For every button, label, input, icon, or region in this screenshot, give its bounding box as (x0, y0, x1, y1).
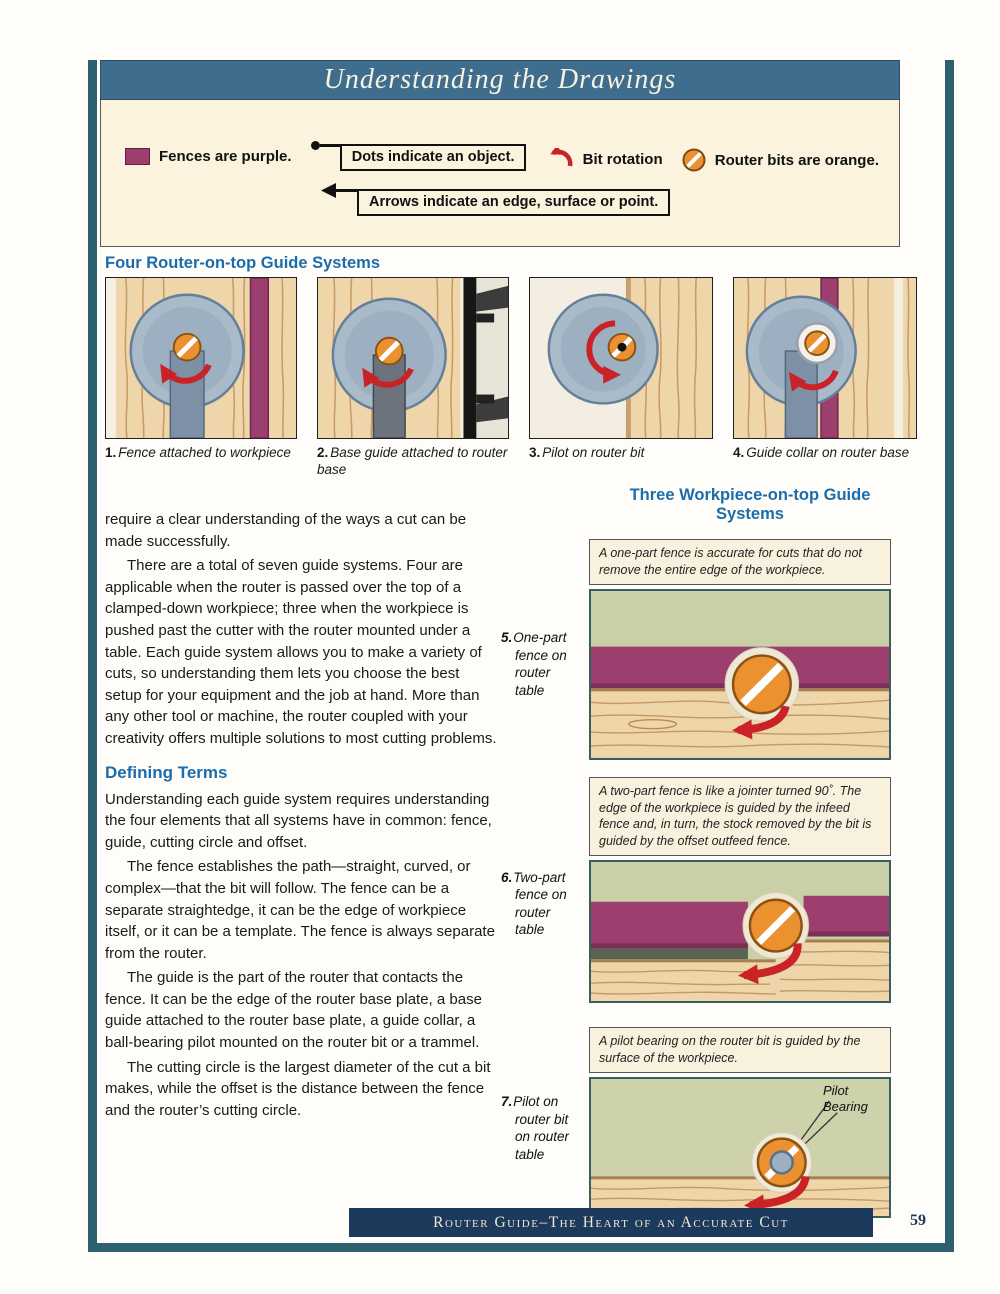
legend-router-bits-label: Router bits are orange. (714, 151, 879, 169)
purple-fence-stripe (249, 278, 270, 438)
legend-bit-rotation-label: Bit rotation (582, 150, 663, 168)
legend-router-bits: Router bits are orange. (682, 144, 879, 172)
figure-6-panel: A two-part fence is like a jointer turne… (589, 776, 891, 1004)
figure-4-illustration (734, 278, 916, 438)
figure-2-panel (317, 277, 509, 439)
figure-4-panel (733, 277, 917, 439)
rotation-arrow (788, 369, 839, 392)
footer-title: Router Guide–The Heart of an Accurate Cu… (433, 1213, 789, 1231)
legend-arrows: Arrows indicate an edge, surface or poin… (321, 183, 671, 216)
edge-arrow-icon (321, 183, 357, 198)
body-paragraph: The fence establishes the path—straight,… (105, 858, 495, 962)
figure-6-caption: A two-part fence is like a jointer turne… (589, 776, 891, 857)
figure-7-panel: A pilot bearing on the router bit is gui… (589, 1027, 891, 1219)
figure-1-illustration (106, 278, 296, 438)
figure-3-panel (529, 277, 713, 439)
infeed-fence (803, 895, 889, 936)
page-border-left (88, 60, 97, 1252)
base-guide (372, 354, 406, 438)
rotation-arrow (160, 363, 212, 384)
workpiece (591, 959, 776, 1002)
figure-7-caption: A pilot bearing on the router bit is gui… (589, 1027, 891, 1073)
pilot-dot (617, 342, 627, 352)
figure-3-illustration (530, 278, 712, 438)
legend-box: Fences are purple. Dots indicate an obje… (100, 100, 900, 247)
page-border-right (945, 60, 954, 1252)
body-paragraph: Understanding each guide system requires… (105, 790, 492, 851)
footer-title-bar: Router Guide–The Heart of an Accurate Cu… (349, 1208, 873, 1237)
fence-bar (463, 278, 477, 438)
page-number: 59 (910, 1212, 926, 1229)
page-border-bottom (88, 1243, 954, 1252)
banner-title: Understanding the Drawings (323, 64, 677, 95)
rotation-arrow (732, 704, 790, 740)
bit-rotation-icon (549, 148, 573, 167)
page-banner: Understanding the Drawings (100, 60, 900, 100)
pilot-bearing-annotation: Pilot Bearing (823, 1082, 868, 1115)
figure-6-illustration-frame (589, 860, 891, 1004)
body-text-column: require a clear understanding of the way… (105, 509, 498, 1124)
figure-6-label: 6.Two-part fence on router table (501, 869, 567, 938)
figure-3-caption: 3.Pilot on router bit (529, 445, 645, 460)
dot-icon (310, 141, 320, 150)
figure-1-panel (105, 277, 297, 439)
defining-terms-heading: Defining Terms (105, 762, 228, 782)
figure-5: 5.One-part fence on router table A one-p… (501, 539, 901, 760)
figure-7-illustration-frame: Pilot Bearing (589, 1076, 891, 1219)
figure-3: 3.Pilot on router bit (529, 277, 713, 479)
legend-fences: Fences are purple. (125, 144, 292, 165)
figure-5-caption: A one-part fence is accurate for cuts th… (589, 539, 891, 585)
figure-6: 6.Two-part fence on router table A two-p… (501, 776, 901, 1004)
legend-fences-label: Fences are purple. (159, 148, 292, 165)
figure-2-caption: 2.Base guide attached to router base (317, 445, 508, 477)
body-paragraph: There are a total of seven guide systems… (105, 557, 497, 747)
body-paragraph: require a clear understanding of the way… (105, 511, 467, 550)
legend-row-2: Arrows indicate an edge, surface or poin… (125, 183, 879, 216)
rotation-arrow (362, 367, 414, 388)
fence-color-swatch (125, 148, 150, 165)
figure-5-label: 5.One-part fence on router table (501, 630, 567, 698)
legend-arrows-label: Arrows indicate an edge, surface or poin… (357, 189, 671, 216)
figure-6-illustration (591, 862, 889, 1002)
figure-7: 7.Pilot on router bit on router table A … (501, 1027, 901, 1219)
figure-4-caption: 4.Guide collar on router base (733, 445, 910, 460)
figure-1: 1.Fence attached to workpiece (105, 277, 297, 479)
legend-bit-rotation: Bit rotation (546, 144, 663, 170)
four-systems-heading: Four Router-on-top Guide Systems (105, 254, 381, 272)
figure-1-caption: 1.Fence attached to workpiece (105, 445, 291, 460)
rotation-arrow (586, 320, 621, 384)
figure-5-panel: A one-part fence is accurate for cuts th… (589, 539, 891, 760)
dot-connector-line (319, 144, 340, 147)
figure-7-label: 7.Pilot on router bit on router table (501, 1094, 570, 1162)
top-figures-row: 1.Fence attached to workpiece (105, 277, 917, 479)
side-figures-column: Three Workpiece-on-top Guide Systems 5.O… (501, 486, 901, 1219)
figure-5-illustration-frame (589, 588, 891, 760)
rotation-arrow (738, 943, 802, 985)
legend-row-1: Fences are purple. Dots indicate an obje… (125, 141, 879, 172)
router-bit-icon (682, 148, 706, 172)
rotation-arrow (743, 1175, 810, 1215)
body-paragraph: The guide is the part of the router that… (105, 969, 482, 1052)
figure-5-illustration (591, 590, 889, 758)
figure-2: 2.Base guide attached to router base (317, 277, 509, 479)
legend-dots: Dots indicate an object. (310, 141, 527, 171)
outfeed-fence (591, 901, 748, 948)
body-paragraph: The cutting circle is the largest diamet… (105, 1058, 491, 1119)
three-systems-heading: Three Workpiece-on-top Guide Systems (629, 486, 871, 523)
pilot-bearing (769, 1150, 794, 1175)
figure-2-illustration (318, 278, 508, 438)
legend-dots-label: Dots indicate an object. (339, 144, 527, 171)
figure-4: 4.Guide collar on router base (733, 277, 917, 479)
